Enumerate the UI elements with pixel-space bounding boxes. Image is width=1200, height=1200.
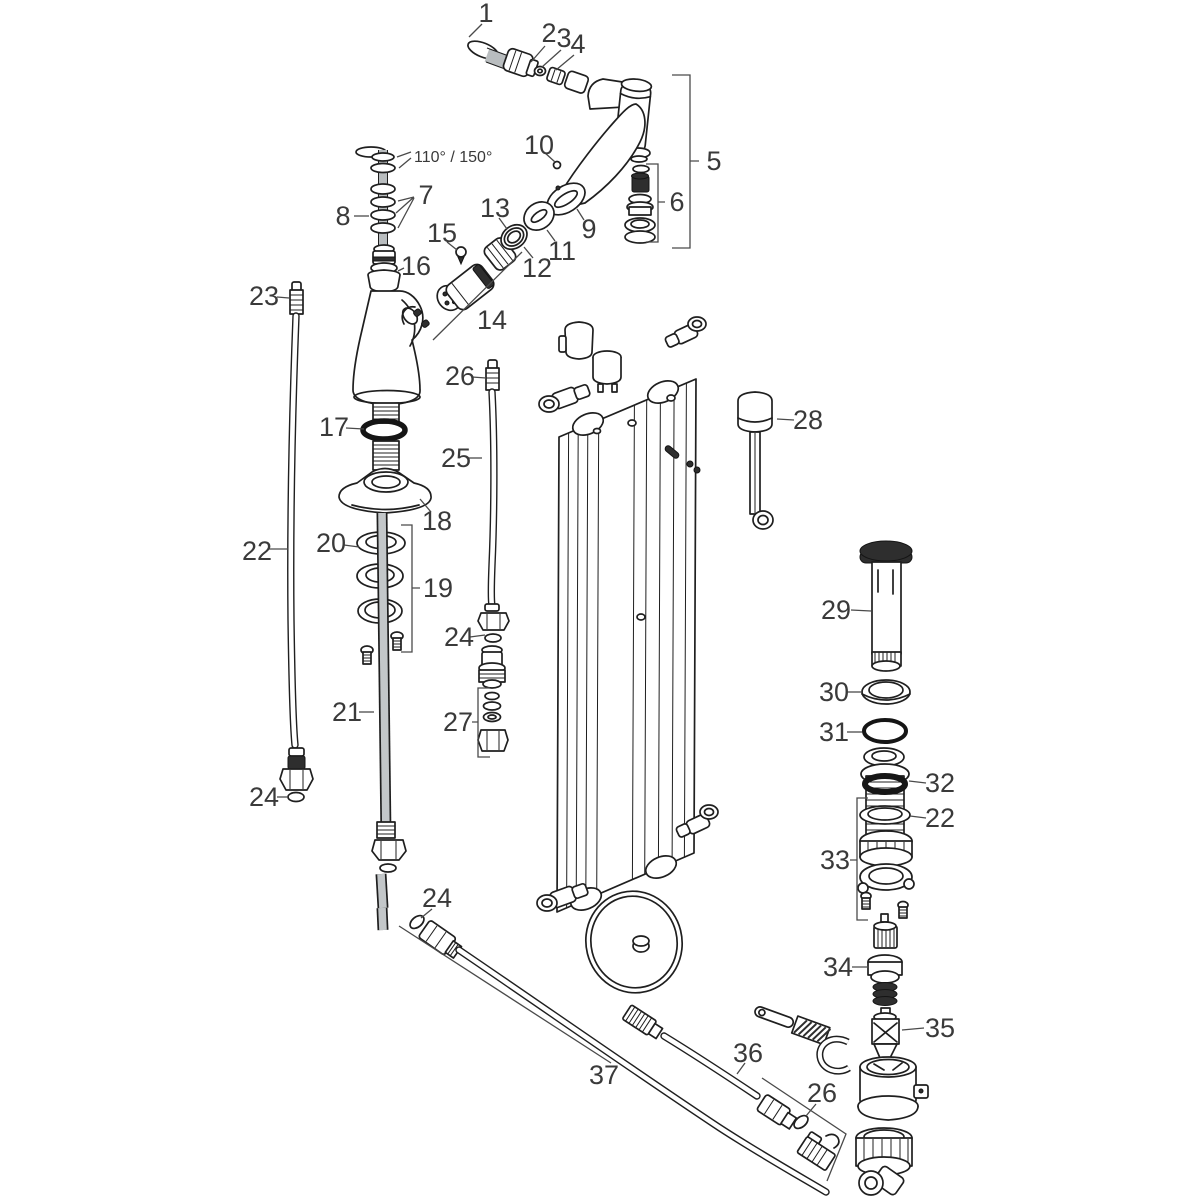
cleaning-brush <box>754 1006 832 1046</box>
rail-clamp-bottom-left <box>536 882 589 912</box>
callout-31: 31 <box>819 717 849 747</box>
roller-disc-drawing <box>584 890 684 994</box>
drain-set-drawing <box>857 540 915 919</box>
callout-7: 7 <box>418 180 433 210</box>
bracket-6 <box>646 163 665 243</box>
callout-3: 3 <box>556 23 571 53</box>
mounting-rail-drawing <box>536 316 719 913</box>
rail-pin <box>664 445 680 459</box>
callout-1: 1 <box>478 0 493 28</box>
callout-8: 8 <box>335 201 350 231</box>
column-rings-drawing <box>367 150 401 293</box>
bottom-hoses-drawing <box>409 914 840 1196</box>
callout-26-top: 26 <box>445 361 475 391</box>
washer-24-left <box>287 791 305 803</box>
swivel-angle-note: 110° / 150° <box>414 149 492 166</box>
callout-24-left: 24 <box>249 782 279 812</box>
rail-clamp-top-right <box>664 316 707 348</box>
bracket-37 <box>398 925 612 1064</box>
leader-lines <box>269 23 927 1182</box>
head-seal-stack-drawing <box>624 164 656 244</box>
callout-26-bottom: 26 <box>807 1078 837 1108</box>
faucet-body-drawing <box>352 290 424 406</box>
handle-screw <box>552 160 562 170</box>
bracket-26-bottom <box>761 1077 847 1182</box>
callout-4: 4 <box>570 29 585 59</box>
callout-22-right: 22 <box>925 803 955 833</box>
callout-13: 13 <box>480 193 510 223</box>
callout-labels: 1 2 3 4 5 6 7 8 9 10 11 12 13 14 15 16 1… <box>242 0 955 1108</box>
callout-24-middle: 24 <box>444 622 474 652</box>
callout-22-left: 22 <box>242 536 272 566</box>
washer-24-middle <box>484 633 502 643</box>
callout-36: 36 <box>733 1038 763 1068</box>
callout-2: 2 <box>541 18 556 48</box>
callout-18: 18 <box>422 506 452 536</box>
callout-20: 20 <box>316 528 346 558</box>
bracket-14 <box>432 251 523 341</box>
callout-32: 32 <box>925 768 955 798</box>
callout-5: 5 <box>706 146 721 176</box>
callout-21: 21 <box>332 697 362 727</box>
spray-insert-drawing <box>401 201 555 328</box>
callout-34: 34 <box>823 952 853 982</box>
bracket-33 <box>850 797 868 921</box>
spray-screw <box>455 246 467 258</box>
callout-15: 15 <box>427 218 457 248</box>
valve-housing <box>857 1056 929 1121</box>
callout-29: 29 <box>821 595 851 625</box>
spout-drawing <box>355 3 539 158</box>
callout-27: 27 <box>443 707 473 737</box>
handle-drawing <box>546 103 646 216</box>
callout-33: 33 <box>820 845 850 875</box>
bracket-19 <box>401 524 420 653</box>
washer-26-bottom <box>793 1114 809 1130</box>
callout-35: 35 <box>925 1013 955 1043</box>
callout-23: 23 <box>249 281 279 311</box>
callout-19: 19 <box>423 573 453 603</box>
callout-11: 11 <box>548 236 576 266</box>
angle-note-leaders <box>396 151 412 169</box>
middle-hose-drawing <box>477 359 510 752</box>
valve-parts-drawing <box>754 913 929 1196</box>
callout-9: 9 <box>581 214 596 244</box>
callout-17: 17 <box>319 412 349 442</box>
callout-30: 30 <box>819 677 849 707</box>
callout-10: 10 <box>524 130 554 160</box>
callout-16: 16 <box>401 251 431 281</box>
oring-17 <box>360 418 408 442</box>
callout-6: 6 <box>669 187 684 217</box>
hose-guide-drawing <box>737 391 774 530</box>
callout-37: 37 <box>589 1060 619 1090</box>
rail-saddle-pieces <box>558 321 622 393</box>
tailpipe-drawing <box>371 512 407 931</box>
bracket-27 <box>472 687 490 758</box>
shank-drawing <box>338 402 432 665</box>
callout-14: 14 <box>477 305 507 335</box>
union-nut <box>855 1127 913 1196</box>
callout-12: 12 <box>522 253 552 283</box>
left-hose-drawing <box>279 281 314 803</box>
rail-clamp-bottom-right <box>675 804 719 838</box>
bracket-5 <box>672 74 699 249</box>
rail-clamp-top-left <box>538 383 591 413</box>
fan-7 <box>395 196 415 229</box>
connector-parts-drawing <box>533 65 590 94</box>
oring-31 <box>862 718 908 744</box>
callout-24-bottom: 24 <box>422 883 452 913</box>
callout-25: 25 <box>441 443 471 473</box>
u-clip <box>816 1035 851 1075</box>
callout-28: 28 <box>793 405 823 435</box>
